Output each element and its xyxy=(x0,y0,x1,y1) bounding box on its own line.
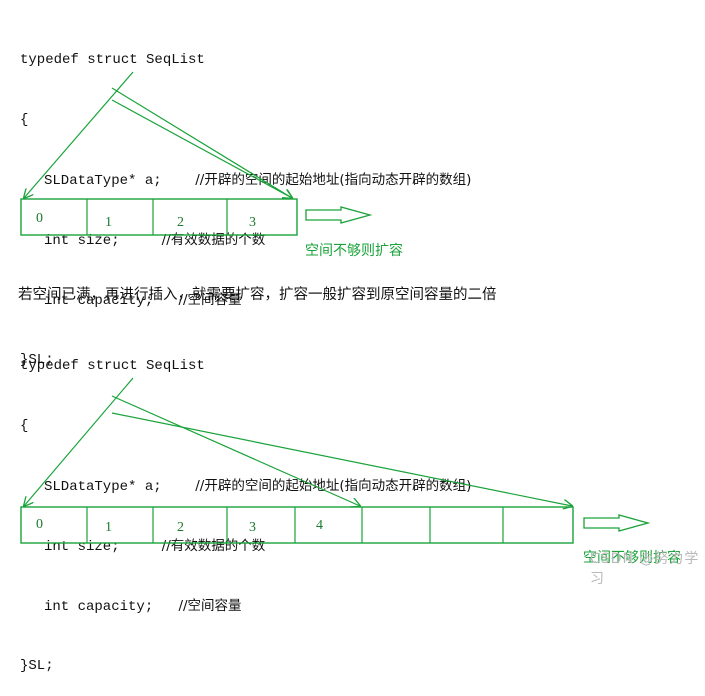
pointer-arrow-size xyxy=(111,395,360,506)
explanation-text: 若空间已满，再进行插入，就需要扩容，扩容一般扩容到原空间容量的二倍 xyxy=(18,287,497,303)
cell-label: 2 xyxy=(177,215,184,230)
cell-label: 2 xyxy=(177,520,184,535)
code-line-close: }SL; xyxy=(20,352,54,368)
code-line-field-capacity: int capacity; //空间容量 xyxy=(20,290,471,310)
cell-label: 4 xyxy=(316,518,323,533)
field-size-decl: int size; xyxy=(44,233,120,249)
code-line-typedef: typedef struct SeqList xyxy=(20,52,205,68)
struct-code-block-1: typedef struct SeqList { SLDataType* a; … xyxy=(20,10,471,390)
code-line-field-size: int size; //有效数据的个数 xyxy=(20,230,471,250)
pointer-arrow-a xyxy=(24,377,134,506)
code-line-open-brace: { xyxy=(20,112,29,128)
expand-arrow-1 xyxy=(305,206,373,224)
expand-note-1: 空间不够则扩容 xyxy=(305,243,403,259)
expand-arrow-2 xyxy=(583,514,651,532)
pointer-arrow-a xyxy=(24,71,134,198)
array-diagrams: 0 1 2 3 0 1 2 3 4 xyxy=(20,71,651,544)
code-line-field-a: SLDataType* a; //开辟的空间的起始地址(指向动态开辟的数组) xyxy=(20,476,471,496)
code-line-open-brace: { xyxy=(20,418,29,434)
field-capacity-decl: int capacity; xyxy=(44,599,154,615)
cell-label: 1 xyxy=(105,520,112,535)
field-size-comment: //有效数据的个数 xyxy=(161,538,266,554)
cell-label: 0 xyxy=(36,517,43,532)
field-a-comment: //开辟的空间的起始地址(指向动态开辟的数组) xyxy=(195,478,472,494)
field-capacity-comment: //空间容量 xyxy=(178,598,242,614)
array-1-border xyxy=(20,198,298,236)
pointer-arrow-capacity xyxy=(111,412,572,506)
field-a-comment: //开辟的空间的起始地址(指向动态开辟的数组) xyxy=(195,172,472,188)
array-2: 0 1 2 3 4 xyxy=(20,506,574,544)
field-a-decl: SLDataType* a; xyxy=(44,173,162,189)
cell-label: 0 xyxy=(36,211,43,226)
expand-note-2: 空间不够则扩容 xyxy=(583,550,681,566)
field-capacity-decl: int capacity; xyxy=(44,293,154,309)
cell-label: 1 xyxy=(105,215,112,230)
pointer-arrow-size xyxy=(111,87,292,198)
field-capacity-comment: //空间容量 xyxy=(178,292,242,308)
code-line-field-a: SLDataType* a; //开辟的空间的起始地址(指向动态开辟的数组) xyxy=(20,170,471,190)
code-line-field-capacity: int capacity; //空间容量 xyxy=(20,596,471,616)
pointer-arrow-capacity xyxy=(111,99,292,198)
cell-label: 3 xyxy=(249,215,256,230)
array-2-border xyxy=(20,506,574,544)
field-a-decl: SLDataType* a; xyxy=(44,479,162,495)
cell-label: 3 xyxy=(249,520,256,535)
array-1: 0 1 2 3 xyxy=(20,198,298,236)
code-line-close: }SL; xyxy=(20,658,54,674)
csdn-watermark: CSDN @努力学习 xyxy=(590,551,700,587)
code-line-typedef: typedef struct SeqList xyxy=(20,358,205,374)
field-size-comment: //有效数据的个数 xyxy=(161,232,266,248)
